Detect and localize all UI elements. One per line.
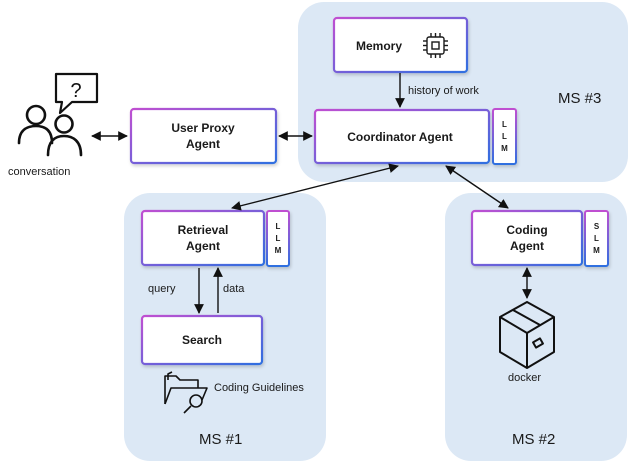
coding-tag-letter-2: L: [594, 234, 599, 243]
region-ms3-label: MS #3: [558, 90, 601, 107]
coordinator-llm-tag: L L M: [492, 108, 517, 165]
retrieval-agent-box: Retrieval Agent: [140, 209, 266, 267]
docker-label: docker: [508, 372, 541, 384]
coding-tag-letter-1: S: [594, 222, 600, 231]
arrow-coordinator-coding: [445, 165, 509, 209]
chip-icon: [423, 33, 448, 58]
retrieval-llm-tag: L L M: [266, 210, 290, 267]
coordinator-agent-box: Coordinator Agent: [313, 108, 491, 165]
region-ms1-label: MS #1: [199, 431, 242, 448]
coding-agent-box: Coding Agent: [470, 209, 584, 267]
coordinator-tag-letter-2: L: [502, 132, 507, 141]
user-proxy-label-line2: Agent: [186, 137, 220, 151]
question-mark: ?: [70, 80, 81, 102]
coding-label-line2: Agent: [510, 239, 544, 253]
coding-tag-letter-3: M: [593, 246, 600, 255]
retrieval-tag-letter-2: L: [276, 234, 281, 243]
arrow-coordinator-retrieval: [231, 163, 399, 211]
query-label: query: [148, 283, 176, 295]
user-proxy-label-line1: User Proxy: [171, 121, 235, 135]
memory-label: Memory: [356, 39, 402, 53]
retrieval-label-line2: Agent: [186, 239, 220, 253]
folder-search-icon: [164, 371, 208, 414]
coding-slm-tag: S L M: [584, 210, 609, 267]
region-ms2-label: MS #2: [512, 431, 555, 448]
people-icon: [17, 104, 83, 157]
search-label: Search: [182, 333, 222, 347]
coordinator-tag-letter-3: M: [501, 144, 508, 153]
retrieval-label-line1: Retrieval: [178, 223, 229, 237]
history-of-work-label: history of work: [408, 85, 479, 97]
speech-bubble-icon: ?: [54, 72, 99, 115]
package-box-icon: [499, 301, 555, 369]
coordinator-tag-letter-1: L: [502, 120, 507, 129]
retrieval-tag-letter-3: M: [275, 246, 282, 255]
coding-guidelines-label: Coding Guidelines: [214, 382, 304, 394]
conversation-label: conversation: [8, 166, 70, 178]
memory-box: Memory: [332, 16, 469, 74]
coordinator-label: Coordinator Agent: [347, 130, 453, 144]
user-proxy-agent-box: User Proxy Agent: [129, 107, 278, 165]
coding-label-line1: Coding: [506, 223, 547, 237]
data-label: data: [223, 283, 245, 295]
search-box: Search: [140, 314, 264, 366]
retrieval-tag-letter-1: L: [276, 222, 281, 231]
